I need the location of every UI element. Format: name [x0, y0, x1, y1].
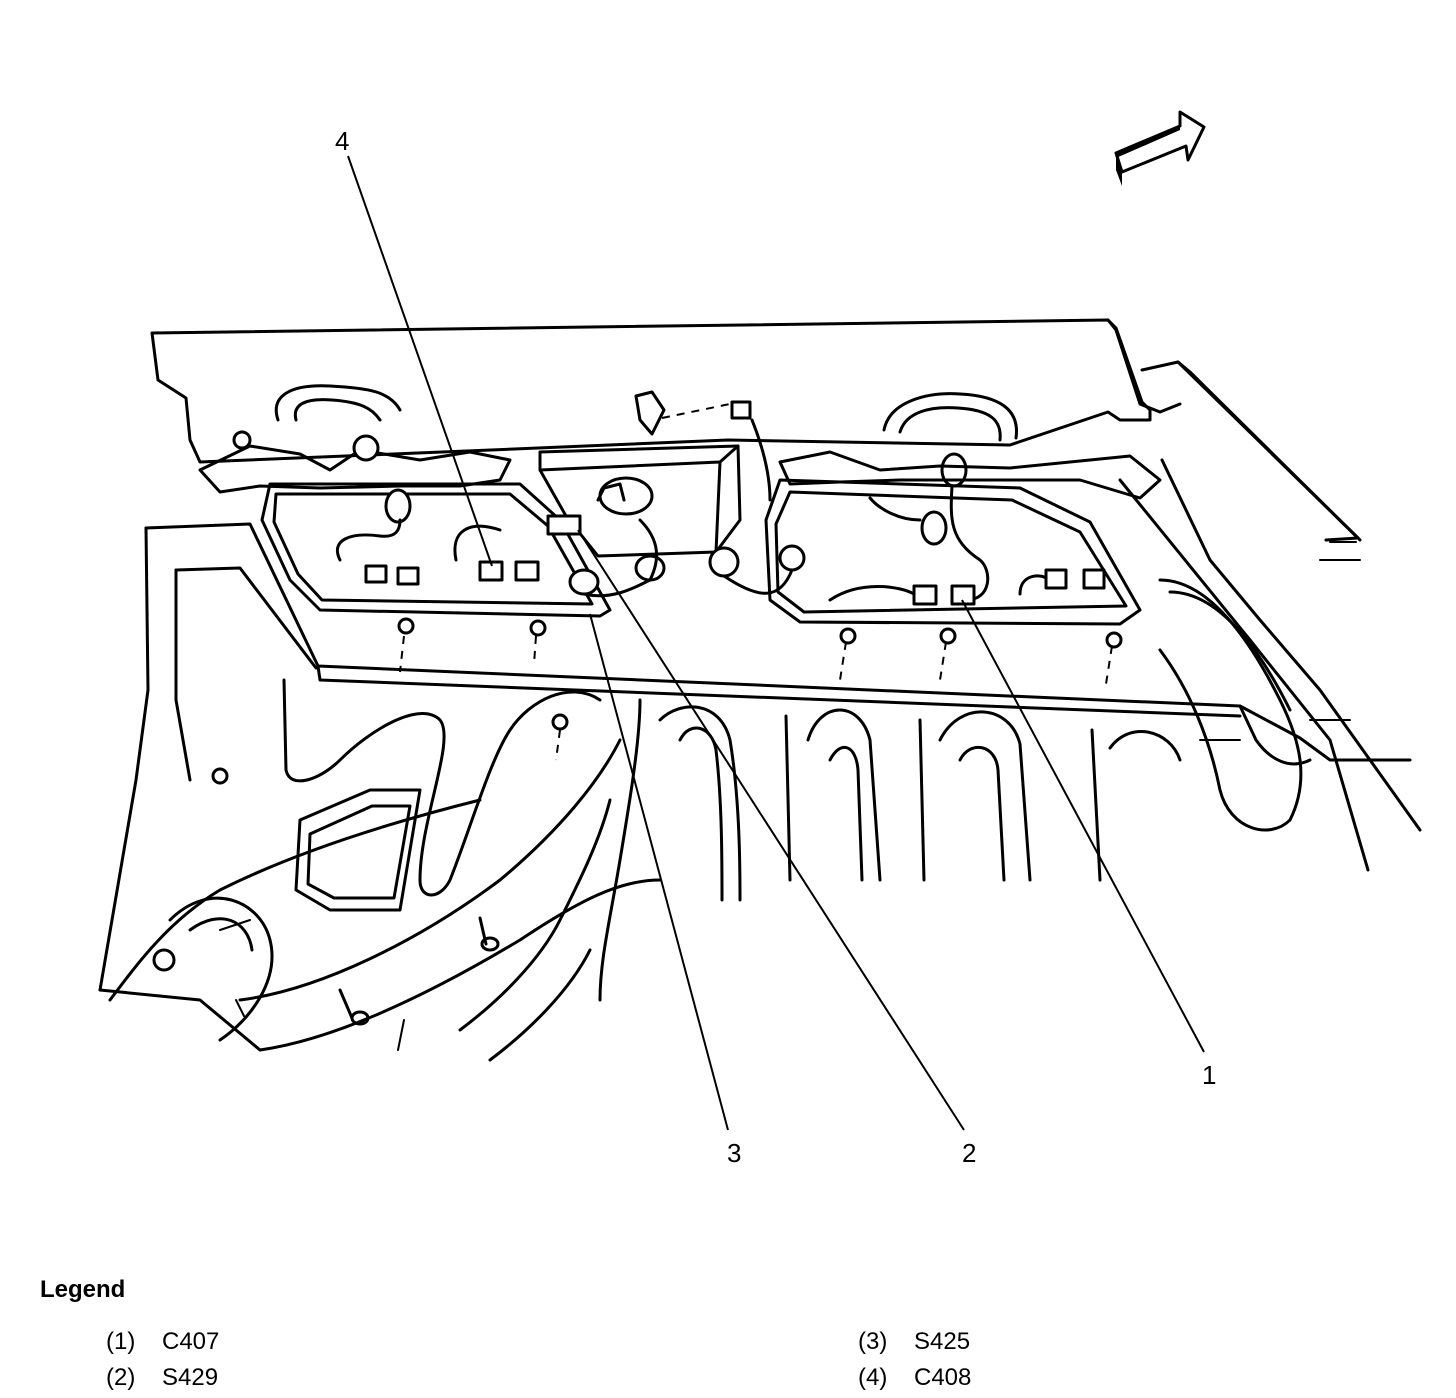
legend-item-2: (2) S429	[106, 1364, 218, 1392]
wire-runs	[336, 418, 1312, 832]
callout-1: 1	[1202, 1060, 1216, 1090]
callout-leaders	[347, 155, 1205, 1131]
harness-right	[764, 392, 1162, 626]
legend-item-name: C407	[162, 1328, 220, 1355]
legend-title: Legend	[40, 1276, 126, 1303]
floor-pan-ribs	[98, 678, 1182, 1062]
legend-item-number: (1)	[106, 1328, 136, 1355]
callout-2: 2	[962, 1138, 976, 1168]
legend-item-name: S425	[914, 1328, 971, 1355]
leader-line-1	[961, 599, 1205, 1053]
mounting-fasteners	[152, 403, 1123, 1026]
harness-left	[198, 384, 612, 618]
legend-item-1: (1) C407	[106, 1328, 219, 1356]
leader-line-3	[589, 613, 729, 1131]
forward-arrow-icon	[1114, 110, 1206, 186]
legend-item-number: (4)	[858, 1364, 888, 1391]
legend-item-number: (2)	[106, 1364, 136, 1391]
wiring-harness-diagram: 4 3 2 1	[98, 110, 1422, 1168]
callout-labels: 4 3 2 1	[335, 126, 1216, 1168]
leader-line-4	[347, 155, 493, 567]
legend-item-4: (4) C408	[858, 1364, 971, 1392]
legend-item-number: (3)	[858, 1328, 888, 1355]
legend-item-3: (3) S425	[858, 1328, 970, 1356]
legend-item-name: C408	[914, 1364, 972, 1391]
legend-item-name: S429	[162, 1364, 219, 1391]
callout-4: 4	[335, 126, 349, 156]
leader-line-2	[577, 529, 965, 1131]
callout-3: 3	[727, 1138, 741, 1168]
body-floor-panel	[98, 458, 1422, 992]
